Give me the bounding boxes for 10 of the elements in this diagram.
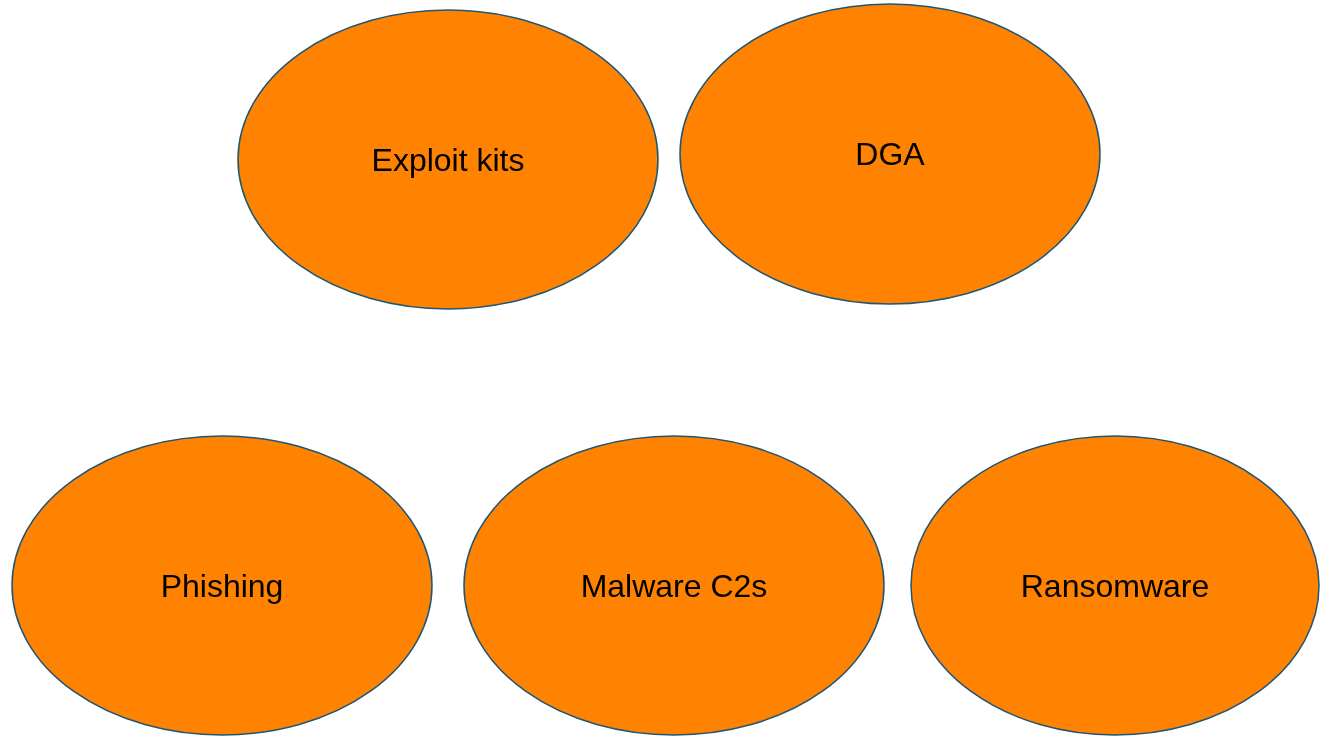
ellipse-node	[11, 435, 433, 736]
node-label: DGA	[855, 135, 925, 174]
node-label: Phishing	[160, 566, 284, 606]
ellipse-node	[237, 9, 659, 310]
ellipse-node	[463, 435, 885, 736]
node-label: Exploit kits	[371, 140, 525, 180]
node-label: Ransomware	[1020, 566, 1210, 606]
ellipse-node	[910, 435, 1320, 736]
ellipse-node	[679, 3, 1101, 305]
node-label: Malware C2s	[580, 566, 768, 606]
